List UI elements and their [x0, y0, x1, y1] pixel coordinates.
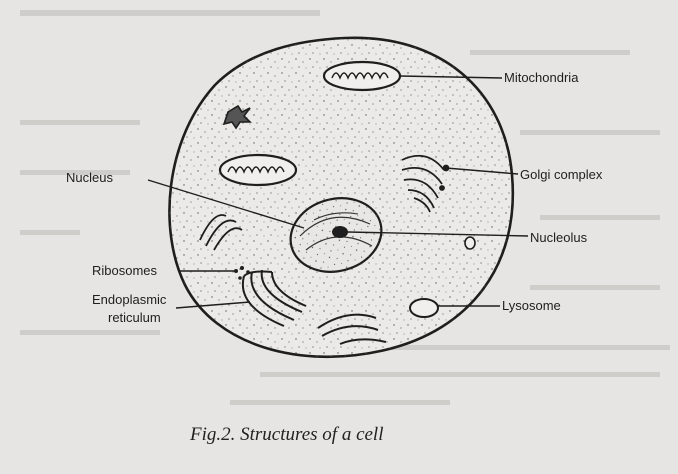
vacuole — [465, 237, 475, 249]
label-nucleus: Nucleus — [66, 170, 113, 185]
figure-caption: Fig.2. Structures of a cell — [190, 424, 490, 446]
mitochondrion-left — [220, 155, 296, 185]
mitochondrion-top — [324, 62, 400, 90]
label-golgi-complex: Golgi complex — [520, 167, 602, 182]
nucleolus — [332, 226, 348, 238]
label-reticulum: reticulum — [108, 310, 161, 325]
label-ribosomes: Ribosomes — [92, 263, 157, 278]
label-lysosome: Lysosome — [502, 298, 561, 313]
label-endoplasmic: Endoplasmic — [92, 292, 166, 307]
label-mitochondria: Mitochondria — [504, 70, 578, 85]
label-nucleolus: Nucleolus — [530, 230, 587, 245]
lysosome — [410, 299, 438, 317]
